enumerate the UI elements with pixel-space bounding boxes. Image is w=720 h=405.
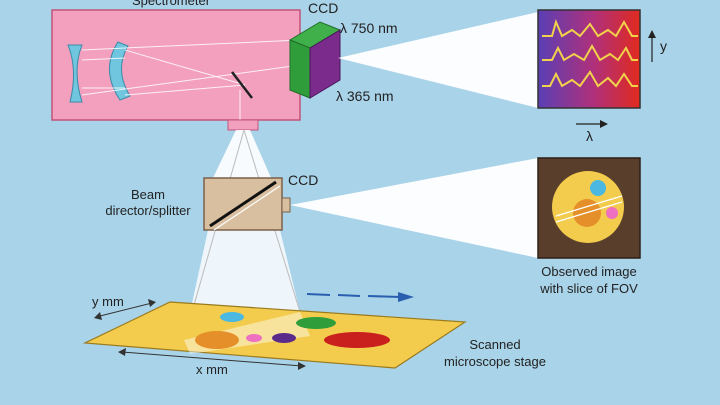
spectral-y-label: y <box>660 38 667 54</box>
internal-rays <box>81 39 301 120</box>
stage-caption-line2: microscope stage <box>444 354 546 369</box>
projection-beam-bottom <box>290 158 538 258</box>
mirror-icon <box>109 41 131 101</box>
mirror-icon <box>67 44 83 103</box>
sample-red <box>324 332 390 348</box>
spectral-traces <box>542 19 638 88</box>
beam-splitter-line2: director/splitter <box>105 203 191 218</box>
sample-orange <box>195 331 239 349</box>
stage-caption-line1: Scanned <box>469 337 521 352</box>
sample-purple <box>272 333 296 343</box>
splitter-highlight <box>213 185 281 231</box>
arrow-icon <box>398 292 414 302</box>
observed-blue-feature <box>590 180 606 196</box>
observed-pink-feature <box>606 207 618 219</box>
observed-image-caption: Observed image with slice of FOV <box>516 263 662 297</box>
beam-splitter-line1: Beam <box>131 187 165 202</box>
scan-direction-arrow <box>306 292 414 302</box>
stage-caption: Scanned microscope stage <box>410 336 580 370</box>
sample-blue <box>220 312 244 322</box>
arrow-icon <box>148 299 156 307</box>
ccd-side-face <box>309 29 341 99</box>
ccd-icon <box>289 39 311 99</box>
x-mm-label: x mm <box>196 362 228 377</box>
x-mm-axis <box>121 351 303 367</box>
grating-icon <box>231 71 253 99</box>
observed-caption-line2: with slice of FOV <box>540 281 638 296</box>
spectrometer-title: Spectrometer <box>132 0 211 8</box>
projection-beam-top <box>338 12 538 108</box>
beam-splitter-label: Beam director/splitter <box>92 187 204 219</box>
observed-caption-line1: Observed image <box>541 264 637 279</box>
arrow-icon <box>94 312 102 320</box>
lambda-max-label: λ 750 nm <box>340 20 398 36</box>
ccd-top-label: CCD <box>308 0 339 16</box>
arrow-icon <box>298 362 306 370</box>
fov-slice <box>555 195 623 223</box>
spectral-lambda-label: λ <box>586 128 593 144</box>
arrow-icon <box>648 30 656 38</box>
arrow-icon <box>600 120 608 128</box>
beam-to-spectrometer <box>212 130 272 180</box>
arrow-icon <box>118 348 126 356</box>
splitter-icon <box>209 180 277 228</box>
ccd-splitter-label: CCD <box>288 172 319 188</box>
sample-green <box>296 317 336 329</box>
ccd-icon <box>281 197 291 213</box>
y-mm-axis <box>99 302 153 317</box>
sample-pink <box>246 334 262 342</box>
lambda-min-label: λ 365 nm <box>336 88 394 104</box>
entrance-port <box>227 119 259 131</box>
y-mm-label: y mm <box>92 294 124 309</box>
